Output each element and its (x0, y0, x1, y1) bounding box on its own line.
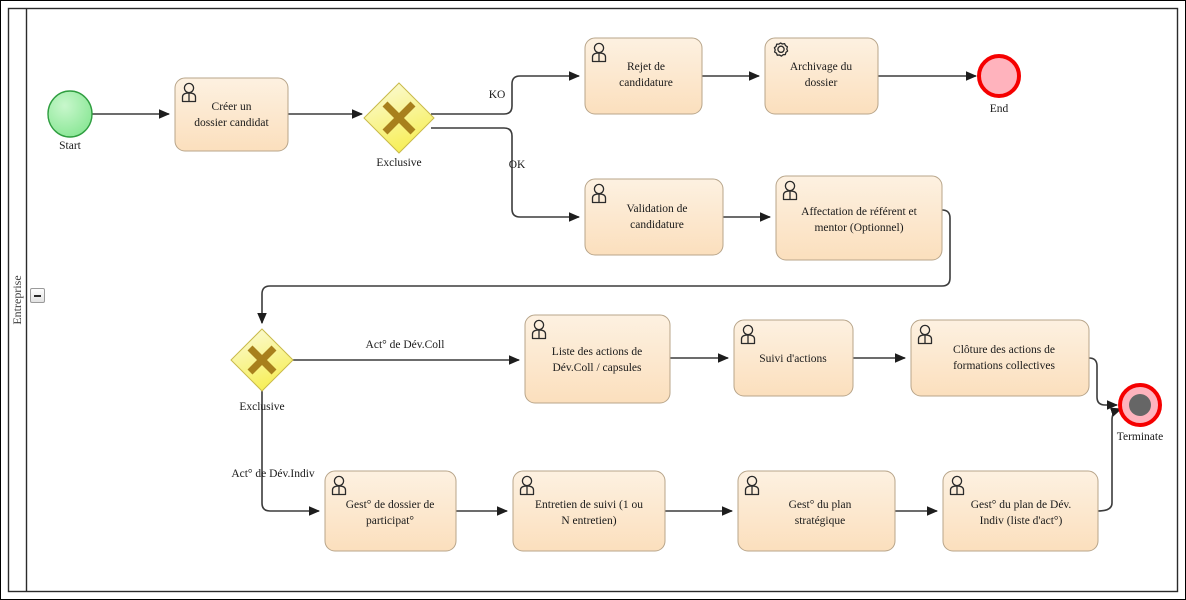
task-validation-candidature-line2: candidature (630, 219, 684, 231)
task-affectation-referent-mentor-line1: Affectation de référent et (801, 206, 917, 218)
pool-label: Entreprise (10, 275, 24, 324)
task-rejet-candidature[interactable]: Rejet de candidature (584, 37, 703, 115)
task-gest-plan-dev-indiv-line2: Indiv (liste d'act°) (980, 515, 1063, 527)
gateway-exclusive-1-cross-icon (382, 101, 416, 135)
user-task-icon (331, 475, 347, 496)
task-liste-actions-dev-coll-box (524, 314, 671, 404)
task-gest-dossier-participat-box (324, 470, 457, 552)
task-entretien-suivi[interactable]: Entretien de suivi (1 ou N entretien) (512, 470, 666, 552)
flow-cloture-to-terminate (1088, 357, 1119, 410)
terminate-event[interactable]: Terminate (1117, 383, 1163, 443)
pool-collapse-button[interactable] (30, 288, 45, 303)
gateway-exclusive-1[interactable]: Exclusive (363, 82, 435, 169)
flow-label-ko: KO (489, 89, 506, 101)
task-suivi-actions-box (733, 319, 854, 397)
start-event[interactable]: Start (47, 90, 93, 152)
task-archivage-dossier-line2: dossier (805, 77, 838, 89)
flow-label-act-dev-coll: Act° de Dév.Coll (366, 339, 445, 351)
task-rejet-candidature-box (584, 37, 703, 115)
task-affectation-referent-mentor-line2: mentor (Optionnel) (814, 222, 903, 234)
end-event-circle (977, 54, 1021, 98)
flow-planindiv-to-terminate (1097, 407, 1123, 512)
task-affectation-referent-mentor[interactable]: Affectation de référent et mentor (Optio… (775, 175, 943, 261)
task-cloture-actions-formations-line1: Clôture des actions de (953, 344, 1055, 356)
task-gest-dossier-participat[interactable]: Gest° de dossier de participat° (324, 470, 457, 552)
task-validation-candidature-line1: Validation de (627, 203, 688, 215)
task-validation-candidature-box (584, 178, 724, 256)
flow-gateway1-ok-to-validation (431, 127, 581, 222)
user-task-icon (740, 324, 756, 345)
task-creer-dossier-candidat-line2: dossier candidat (194, 117, 269, 129)
task-gest-plan-strategique-line1: Gest° du plan (789, 499, 852, 511)
flow-label-ok: OK (509, 159, 526, 171)
task-gest-dossier-participat-line1: Gest° de dossier de (346, 499, 435, 511)
flow-gateway2-indiv-to-gestdossier (261, 391, 321, 516)
task-rejet-candidature-line2: candidature (619, 77, 673, 89)
task-archivage-dossier-box (764, 37, 879, 115)
task-affectation-referent-mentor-box (775, 175, 943, 261)
task-gest-plan-strategique-line2: stratégique (795, 515, 845, 527)
user-task-icon (917, 324, 933, 345)
user-task-icon (782, 180, 798, 201)
task-archivage-dossier[interactable]: Archivage du dossier (764, 37, 879, 115)
task-rejet-candidature-line1: Rejet de (627, 61, 665, 73)
task-archivage-dossier-line1: Archivage du (790, 61, 853, 73)
terminate-event-label: Terminate (1117, 431, 1163, 443)
task-creer-dossier-candidat-box (174, 77, 289, 152)
task-entretien-suivi-line1: Entretien de suivi (1 ou (535, 499, 643, 511)
flow-gateway1-ko-to-rejet (431, 71, 581, 115)
task-suivi-actions[interactable]: Suivi d'actions (733, 319, 854, 397)
user-task-icon (591, 42, 607, 63)
terminate-event-inner-disc (1129, 394, 1151, 416)
task-gest-plan-strategique[interactable]: Gest° du plan stratégique (737, 470, 896, 552)
gateway-exclusive-2-cross-icon (247, 345, 277, 375)
user-task-icon (591, 183, 607, 204)
task-liste-actions-dev-coll-line2: Dév.Coll / capsules (552, 362, 642, 374)
user-task-icon (519, 475, 535, 496)
flow-label-act-dev-indiv: Act° de Dév.Indiv (231, 468, 315, 480)
end-event[interactable]: End (977, 54, 1021, 115)
gateway-exclusive-2-label: Exclusive (239, 401, 284, 413)
start-event-circle (47, 90, 93, 138)
user-task-icon (181, 82, 197, 103)
task-cloture-actions-formations-box (910, 319, 1090, 397)
task-cloture-actions-formations-line2: formations collectives (953, 360, 1055, 372)
flow-affectation-to-gateway2 (257, 209, 951, 325)
task-liste-actions-dev-coll-line1: Liste des actions de (552, 346, 642, 358)
task-gest-plan-dev-indiv[interactable]: Gest° du plan de Dév. Indiv (liste d'act… (942, 470, 1099, 552)
start-event-label: Start (59, 140, 82, 152)
end-event-label: End (990, 103, 1009, 115)
task-entretien-suivi-box (512, 470, 666, 552)
task-creer-dossier-candidat-line1: Créer un (212, 101, 252, 113)
task-creer-dossier-candidat[interactable]: Créer un dossier candidat (174, 77, 289, 152)
task-cloture-actions-formations[interactable]: Clôture des actions de formations collec… (910, 319, 1090, 397)
service-task-icon (773, 42, 789, 57)
task-gest-plan-dev-indiv-line1: Gest° du plan de Dév. (971, 499, 1072, 511)
task-entretien-suivi-line2: N entretien) (561, 515, 616, 527)
task-gest-plan-strategique-box (737, 470, 896, 552)
task-validation-candidature[interactable]: Validation de candidature (584, 178, 724, 256)
task-suivi-actions-label: Suivi d'actions (759, 353, 827, 365)
user-task-icon (531, 319, 547, 340)
gateway-exclusive-1-label: Exclusive (376, 157, 421, 169)
user-task-icon (949, 475, 965, 496)
task-gest-plan-dev-indiv-box (942, 470, 1099, 552)
task-liste-actions-dev-coll[interactable]: Liste des actions de Dév.Coll / capsules (524, 314, 671, 404)
user-task-icon (744, 475, 760, 496)
gateway-exclusive-2[interactable]: Exclusive (230, 328, 294, 413)
task-gest-dossier-participat-line2: participat° (366, 515, 414, 527)
